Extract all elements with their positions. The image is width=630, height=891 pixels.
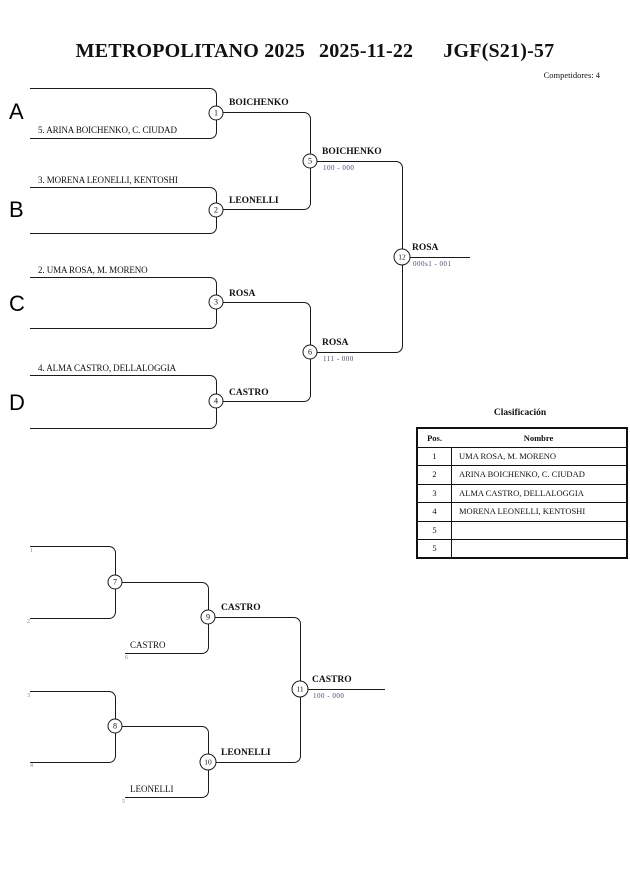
bracket-fork-b [30,187,217,234]
winner-label-match2: LEONELLI [229,196,279,206]
connector-2-5 [223,161,311,210]
pool-letter-d: D [9,390,25,415]
pos-cell: 5 [418,521,452,539]
bracket-fork-c [30,277,217,329]
score-label-match6: 111 - 000 [323,355,354,363]
entrant-label-castro: CASTRO [130,640,166,650]
connector-entrant-9 [125,617,209,654]
winner-label-match10: LEONELLI [221,748,271,758]
match-node-9: 9 [200,609,216,625]
pos-cell: 1 [418,448,452,466]
connector-5-12 [317,161,403,258]
connector-entrant-10 [125,762,209,798]
connector-6-12 [317,257,403,353]
match-node-10: 10 [199,753,217,771]
winner-label-match4: CASTRO [229,388,269,398]
competitor-name-c: 2. UMA ROSA, M. MORENO [38,265,148,275]
match-node-8: 8 [107,718,123,734]
category-code: JGF(S21)-57 [443,40,555,62]
winner-label-match5: BOICHENKO [322,147,382,157]
classification-header-row: Pos. Nombre [418,429,626,447]
col-header-pos: Pos. [427,433,442,443]
pos-cell: 5 [418,539,452,558]
event-date: 2025-11-22 [319,40,414,62]
competitors-count: Competidores: 4 [543,70,600,80]
name-cell: UMA ROSA, M. MORENO [459,451,557,461]
name-cell [452,540,626,557]
repechage-fork-2 [30,691,116,763]
winner-label-match3: ROSA [229,289,256,299]
connector-7-9 [122,582,209,618]
classification-row: 1 UMA ROSA, M. MORENO [418,447,626,466]
seed-mark-1: 1 [30,548,33,554]
pool-letter-b: B [9,197,24,222]
pos-cell: 4 [418,503,452,521]
classification-row: 4 MORENA LEONELLI, KENTOSHI [418,502,626,521]
seed-mark-5: 5 [122,799,125,805]
event-title: METROPOLITANO 2025 [75,40,306,62]
competitor-name-d: 4. ALMA CASTRO, DELLALOGGIA [38,363,177,373]
score-label-match11: 100 - 000 [313,692,345,700]
winner-label-match6: ROSA [322,338,349,348]
match-node-7: 7 [107,574,123,590]
seed-mark-4: 4 [30,763,33,769]
score-label-match5: 100 - 000 [323,164,355,172]
name-cell: ARINA BOICHENKO, C. CIUDAD [459,469,585,480]
pool-letter-a: A [9,99,24,124]
winner-label-match11: CASTRO [312,675,352,685]
seed-mark-6: 6 [125,655,128,661]
name-cell: ALMA CASTRO, DELLALOGGIA [459,487,584,498]
match-node-11: 11 [291,680,309,698]
entrant-label-leonelli: LEONELLI [130,784,174,794]
match-node-1: 1 [208,105,224,121]
classification-row: 3 ALMA CASTRO, DELLALOGGIA [418,483,626,503]
col-header-name: Nombre [523,433,554,443]
connector-8-10 [122,726,209,763]
match-node-4: 4 [208,393,224,409]
winner-label-match9: CASTRO [221,603,261,613]
connector-4-6 [223,352,311,402]
pool-letter-c: C [9,291,25,316]
competitor-name-a: 5. ARINA BOICHENKO, C. CIUDAD [38,125,177,135]
winner-label-final: ROSA [412,243,439,253]
pos-cell: 3 [418,484,452,503]
match-node-5: 5 [302,153,318,169]
connector-9-11 [215,617,301,690]
match-node-3: 3 [208,294,224,310]
bracket-fork-d [30,375,217,429]
final-winner-line [410,257,470,258]
connector-10-11 [215,689,301,763]
match-node-12: 12 [393,248,411,266]
repechage-final-line [308,689,385,690]
classification-title: Clasificación [493,408,547,418]
seed-mark-3: 3 [27,693,30,699]
winner-label-match1: BOICHENKO [229,98,289,108]
repechage-fork-1 [30,546,116,619]
competitor-name-b: 3. MORENA LEONELLI, KENTOSHI [38,175,178,185]
classification-row: 5 [418,520,626,539]
name-cell [452,522,626,539]
match-node-2: 2 [208,202,224,218]
match-node-6: 6 [302,344,318,360]
classification-row: 5 [418,538,626,558]
page-title: METROPOLITANO 2025 2025-11-22 JGF(S21)-57 [0,40,630,63]
pos-cell: 2 [418,466,452,484]
score-label-final: 000s1 - 001 [413,260,452,268]
name-cell: MORENA LEONELLI, KENTOSHI [459,506,586,517]
seed-mark-2: 2 [27,619,30,625]
connector-1-5 [223,112,311,162]
classification-row: 2 ARINA BOICHENKO, C. CIUDAD [418,465,626,484]
classification-table: Pos. Nombre 1 UMA ROSA, M. MORENO 2 ARIN… [416,427,628,560]
connector-3-6 [223,302,311,353]
